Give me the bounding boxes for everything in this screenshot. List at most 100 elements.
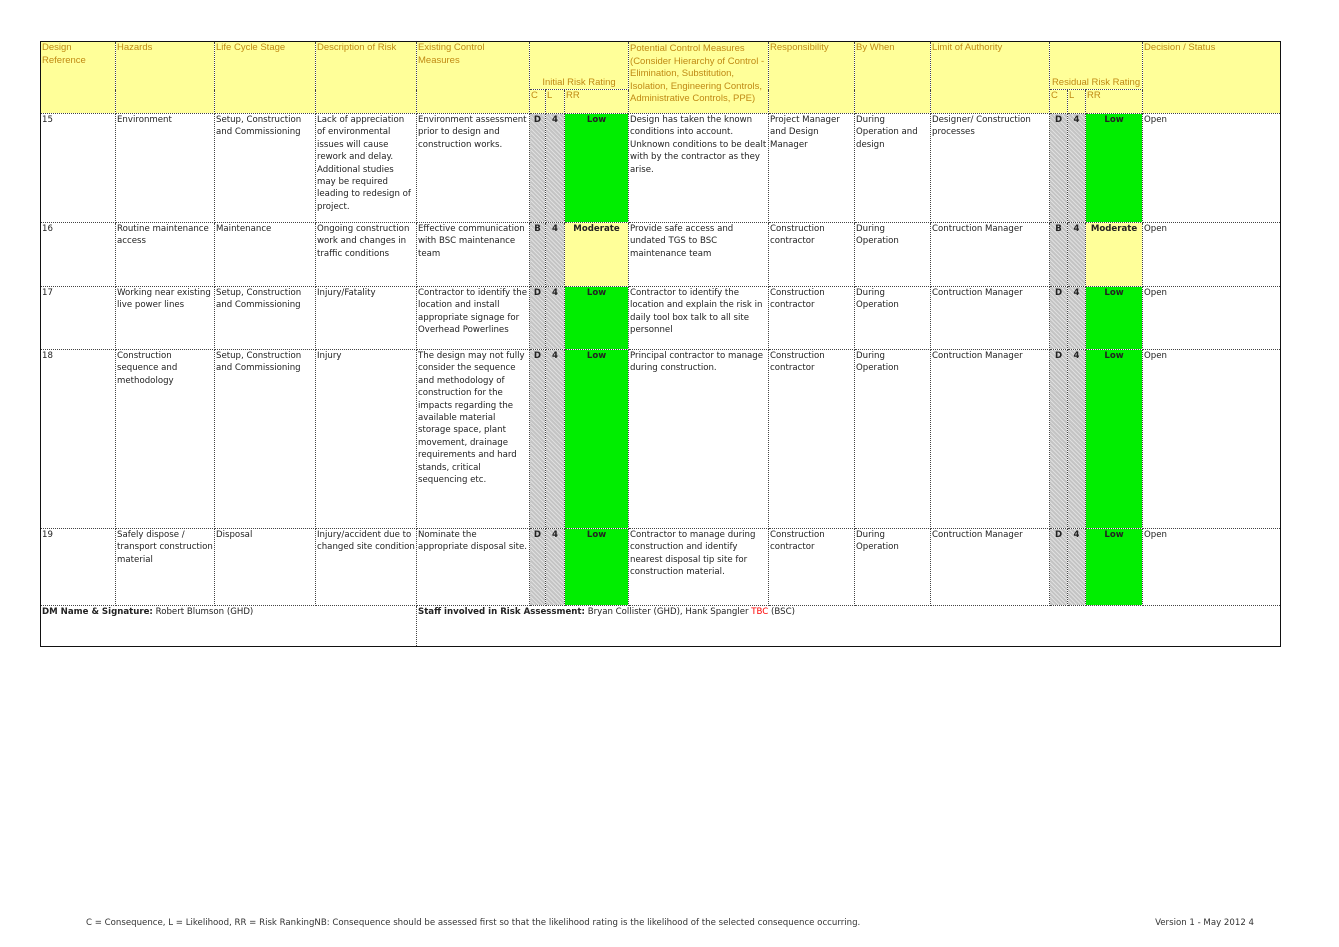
cell-responsibility: Construction contractor xyxy=(768,286,856,350)
cell-residual-rr: Low xyxy=(1085,286,1144,350)
cell-residual-rr: Low xyxy=(1085,349,1144,529)
cell-by-when: During Operation xyxy=(854,528,932,606)
header-residual-l: L xyxy=(1067,89,1087,114)
header-potential-control-measures: Potential Control Measures (Consider Hie… xyxy=(628,41,770,114)
cell-design-reference: 17 xyxy=(40,286,116,350)
cell-residual-l: 4 xyxy=(1067,222,1087,287)
cell-residual-rr: Low xyxy=(1085,528,1144,606)
header-initial-l: L xyxy=(545,89,565,114)
cell-residual-rr: Low xyxy=(1085,113,1144,223)
cell-residual-l: 4 xyxy=(1067,113,1087,223)
dm-signature-label: DM Name & Signature: xyxy=(42,607,153,617)
cell-responsibility: Construction contractor xyxy=(768,528,856,606)
cell-responsibility: Construction contractor xyxy=(768,349,856,529)
dm-signature-value: Robert Blumson (GHD) xyxy=(155,607,254,617)
cell-limit-of-authority: Contruction Manager xyxy=(930,349,1051,529)
header-responsibility: Responsibility xyxy=(768,41,856,114)
cell-design-reference: 15 xyxy=(40,113,116,223)
cell-hazard: Safely dispose / transport construction … xyxy=(115,528,215,606)
cell-initial-rr: Moderate xyxy=(563,222,630,287)
cell-life-cycle-stage: Maintenance xyxy=(214,222,316,287)
staff-suffix: (BSC) xyxy=(771,607,795,617)
cell-limit-of-authority: Designer/ Construction processes xyxy=(930,113,1051,223)
cell-residual-c: D xyxy=(1049,349,1069,529)
cell-hazard: Routine maintenance access xyxy=(115,222,215,287)
cell-limit-of-authority: Contruction Manager xyxy=(930,528,1051,606)
cell-existing-controls: Effective communication with BSC mainten… xyxy=(416,222,530,287)
table-row: 18 Construction sequence and methodology… xyxy=(40,349,1282,529)
header-by-when: By When xyxy=(854,41,932,114)
cell-residual-l: 4 xyxy=(1067,349,1087,529)
table-row: 19 Safely dispose / transport constructi… xyxy=(40,528,1282,606)
cell-residual-l: 4 xyxy=(1067,528,1087,606)
cell-status: Open xyxy=(1142,528,1282,606)
signature-row: DM Name & Signature: Robert Blumson (GHD… xyxy=(40,605,1282,647)
header-existing-control-measures: Existing Control Measures xyxy=(416,41,530,114)
footer-version: Version 1 - May 2012 4 xyxy=(1155,918,1254,928)
cell-initial-c: D xyxy=(529,286,546,350)
cell-life-cycle-stage: Setup, Construction and Commissioning xyxy=(214,113,316,223)
cell-by-when: During Operation and design xyxy=(854,113,932,223)
footer-legend: C = Consequence, L = Likelihood, RR = Ri… xyxy=(86,918,861,928)
cell-description: Injury/Fatality xyxy=(315,286,417,350)
cell-initial-l: 4 xyxy=(545,222,565,287)
cell-initial-rr: Low xyxy=(563,349,630,529)
cell-initial-l: 4 xyxy=(545,113,565,223)
cell-design-reference: 18 xyxy=(40,349,116,529)
cell-initial-l: 4 xyxy=(545,286,565,350)
header-residual-c: C xyxy=(1049,89,1069,114)
cell-limit-of-authority: Contruction Manager xyxy=(930,222,1051,287)
cell-by-when: During Operation xyxy=(854,222,932,287)
cell-initial-l: 4 xyxy=(545,349,565,529)
cell-by-when: During Operation xyxy=(854,286,932,350)
risk-assessment-table: Design Reference Hazards Life Cycle Stag… xyxy=(40,41,1282,647)
cell-residual-c: D xyxy=(1049,113,1069,223)
table-row: 16 Routine maintenance access Maintenanc… xyxy=(40,222,1282,287)
cell-residual-l: 4 xyxy=(1067,286,1087,350)
cell-hazard: Environment xyxy=(115,113,215,223)
cell-residual-rr: Moderate xyxy=(1085,222,1144,287)
cell-status: Open xyxy=(1142,349,1282,529)
header-limit-of-authority: Limit of Authority xyxy=(930,41,1051,114)
staff-involved-label: Staff involved in Risk Assessment: xyxy=(418,607,585,617)
cell-status: Open xyxy=(1142,222,1282,287)
dm-signature-cell: DM Name & Signature: Robert Blumson (GHD… xyxy=(40,605,417,647)
cell-initial-rr: Low xyxy=(563,113,630,223)
cell-status: Open xyxy=(1142,113,1282,223)
header-residual-rr: RR xyxy=(1085,89,1144,114)
cell-existing-controls: Environment assessment prior to design a… xyxy=(416,113,530,223)
cell-design-reference: 16 xyxy=(40,222,116,287)
cell-potential-controls: Provide safe access and undated TGS to B… xyxy=(628,222,770,287)
table-row: 15 Environment Setup, Construction and C… xyxy=(40,113,1282,223)
header-residual-risk-rating: Residual Risk Rating xyxy=(1049,41,1144,90)
header-life-cycle-stage: Life Cycle Stage xyxy=(214,41,316,114)
cell-hazard: Working near existing live power lines xyxy=(115,286,215,350)
cell-design-reference: 19 xyxy=(40,528,116,606)
cell-residual-c: B xyxy=(1049,222,1069,287)
cell-initial-c: D xyxy=(529,528,546,606)
cell-initial-l: 4 xyxy=(545,528,565,606)
header-design-reference: Design Reference xyxy=(40,41,116,114)
staff-tbc: TBC xyxy=(751,607,769,617)
header-hazards: Hazards xyxy=(115,41,215,114)
cell-initial-c: D xyxy=(529,113,546,223)
cell-by-when: During Operation xyxy=(854,349,932,529)
cell-hazard: Construction sequence and methodology xyxy=(115,349,215,529)
cell-life-cycle-stage: Disposal xyxy=(214,528,316,606)
cell-residual-c: D xyxy=(1049,528,1069,606)
header-description-of-risk: Description of Risk xyxy=(315,41,417,114)
cell-description: Injury xyxy=(315,349,417,529)
cell-existing-controls: Nominate the appropriate disposal site. xyxy=(416,528,530,606)
cell-initial-rr: Low xyxy=(563,286,630,350)
header-initial-risk-rating: Initial Risk Rating xyxy=(528,41,630,90)
staff-involved-cell: Staff involved in Risk Assessment: Bryan… xyxy=(415,605,1282,647)
cell-residual-c: D xyxy=(1049,286,1069,350)
cell-potential-controls: Contractor to identify the location and … xyxy=(628,286,770,350)
cell-potential-controls: Design has taken the known conditions in… xyxy=(628,113,770,223)
header-initial-c: C xyxy=(529,89,546,114)
cell-initial-rr: Low xyxy=(563,528,630,606)
header-initial-rr: RR xyxy=(563,89,630,114)
table-row: 17 Working near existing live power line… xyxy=(40,286,1282,350)
staff-involved-value: Bryan Collister (GHD), Hank Spangler xyxy=(587,607,749,617)
cell-status: Open xyxy=(1142,286,1282,350)
